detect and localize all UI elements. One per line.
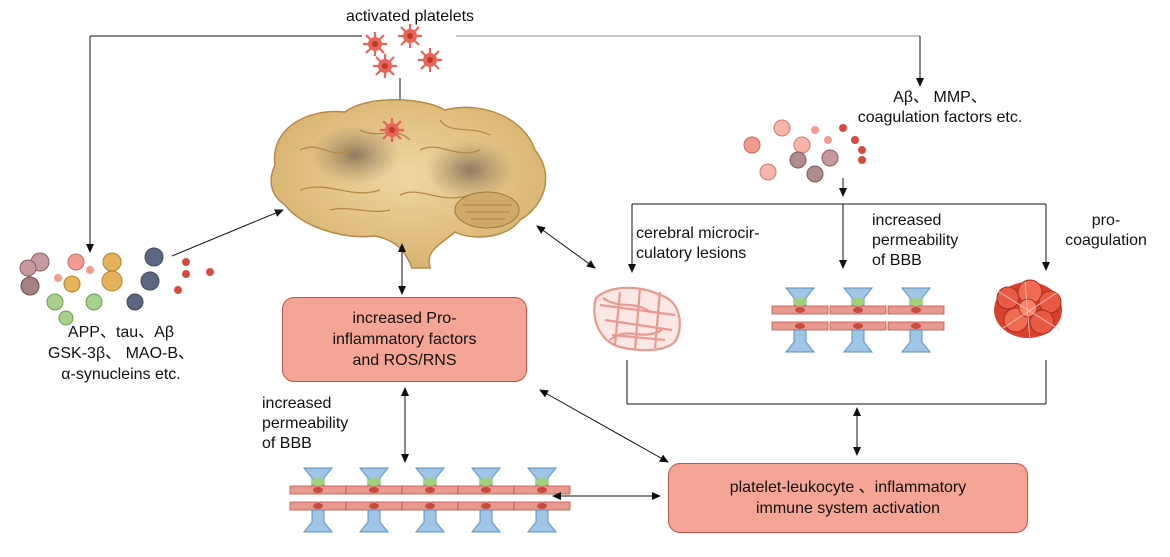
brain-illustration <box>270 99 547 269</box>
app-tau-label: APP、tau、Aβ GSK-3β、 MAO-B、 α-synucleins e… <box>47 324 195 383</box>
bidirectional-arrows <box>398 225 669 500</box>
right-branch-connectors <box>626 203 1050 456</box>
permeability-right-label: increased permeability of BBB <box>872 212 959 269</box>
platelet-leukocyte-box: platelet-leukocyte 、inflammatory immune … <box>668 463 1028 533</box>
procoagulation-label: pro- coagulation <box>1065 212 1147 249</box>
permeability-left-label: increased permeability of BBB <box>262 395 349 452</box>
top-connectors <box>86 35 924 253</box>
arrow-biomarkers-to-brain <box>171 209 284 257</box>
proinflammatory-factors-box: increased Pro- inflammatory factors and … <box>282 297 527 382</box>
microcirculatory-lesion-icon <box>593 286 681 352</box>
blood-clot-icon <box>994 279 1062 341</box>
cerebral-lesions-label: cerebral microcir- culatory lesions <box>636 225 760 262</box>
biomarker-cluster <box>19 247 214 326</box>
bbb-right-illustration <box>771 287 945 353</box>
bbb-left-illustration <box>289 467 571 533</box>
coagulation-factor-cluster <box>743 119 866 183</box>
activated-platelets-label: activated platelets <box>345 8 475 25</box>
ab-mmp-label: Aβ、 MMP、 coagulation factors etc. <box>857 89 1023 126</box>
activated-platelets-icon <box>361 22 444 80</box>
